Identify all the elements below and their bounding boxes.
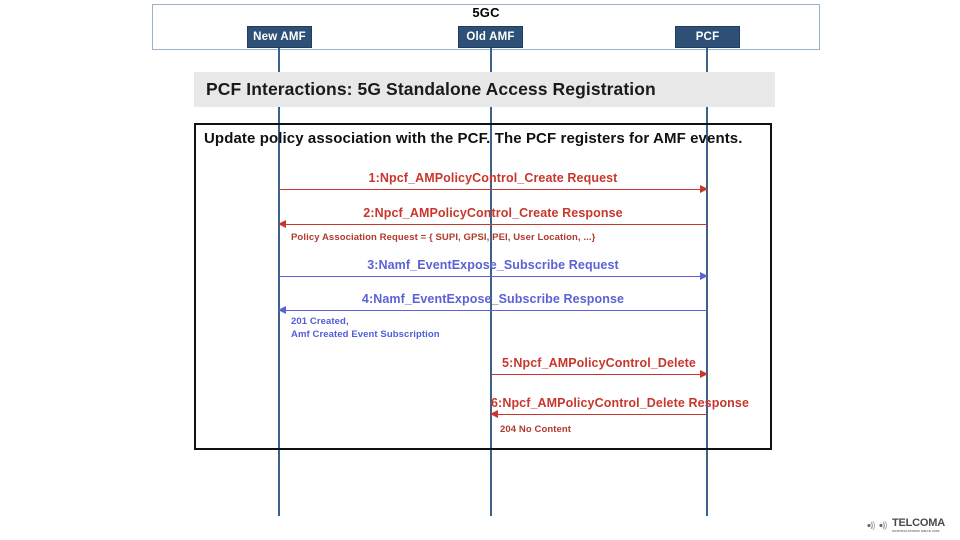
message-note-6: 204 No Content	[500, 424, 572, 435]
message-arrowhead-4	[278, 306, 286, 315]
lifeline-pcf	[706, 48, 708, 516]
page-title: PCF Interactions: 5G Standalone Access R…	[206, 79, 656, 99]
message-line-5	[491, 374, 707, 375]
logo-text: TELCOMA CERTIFICATIONS SINCE 2009	[892, 518, 945, 533]
actor-label-pcf: PCF	[695, 31, 720, 43]
message-arrowhead-3	[700, 272, 708, 281]
message-label-2: 2:Npcf_AMPolicyControl_Create Response	[363, 206, 623, 220]
logo-brand-name: TELCOMA	[892, 517, 945, 529]
message-arrowhead-2	[278, 220, 286, 229]
actor-label-new-amf: New AMF	[253, 31, 306, 43]
message-arrowhead-1	[700, 185, 708, 194]
lifeline-old-amf	[490, 48, 492, 516]
diagram-title-band: PCF Interactions: 5G Standalone Access R…	[194, 72, 775, 107]
actor-box-pcf[interactable]: PCF	[675, 26, 740, 48]
message-label-1: 1:Npcf_AMPolicyControl_Create Request	[368, 171, 618, 185]
5gc-group-label: 5GC	[472, 5, 500, 20]
message-line-1	[279, 189, 707, 190]
message-line-6	[491, 414, 707, 415]
telcoma-logo: TELCOMA CERTIFICATIONS SINCE 2009	[866, 518, 945, 533]
message-note-2: Policy Association Request = { SUPI, GPS…	[291, 232, 596, 243]
message-arrowhead-6	[490, 410, 498, 419]
message-label-3: 3:Namf_EventExpose_Subscribe Request	[367, 258, 619, 272]
message-line-4	[279, 310, 707, 311]
message-arrowhead-5	[700, 370, 708, 379]
diagram-subtitle: Update policy association with the PCF. …	[204, 130, 743, 147]
lifeline-new-amf	[278, 48, 280, 516]
message-label-5: 5:Npcf_AMPolicyControl_Delete	[502, 356, 696, 370]
message-line-3	[279, 276, 707, 277]
signal-waves-icon	[866, 520, 889, 531]
actor-label-old-amf: Old AMF	[466, 31, 515, 43]
message-label-4: 4:Namf_EventExpose_Subscribe Response	[361, 292, 625, 306]
sequence-diagram-frame	[194, 123, 772, 450]
message-line-2	[279, 224, 707, 225]
actor-box-new-amf[interactable]: New AMF	[247, 26, 312, 48]
actor-box-old-amf[interactable]: Old AMF	[458, 26, 523, 48]
message-note-4: 201 Created, Amf Created Event Subscript…	[291, 316, 440, 340]
logo-tagline: CERTIFICATIONS SINCE 2009	[892, 529, 940, 533]
message-label-6: 6:Npcf_AMPolicyControl_Delete Response	[491, 396, 750, 410]
